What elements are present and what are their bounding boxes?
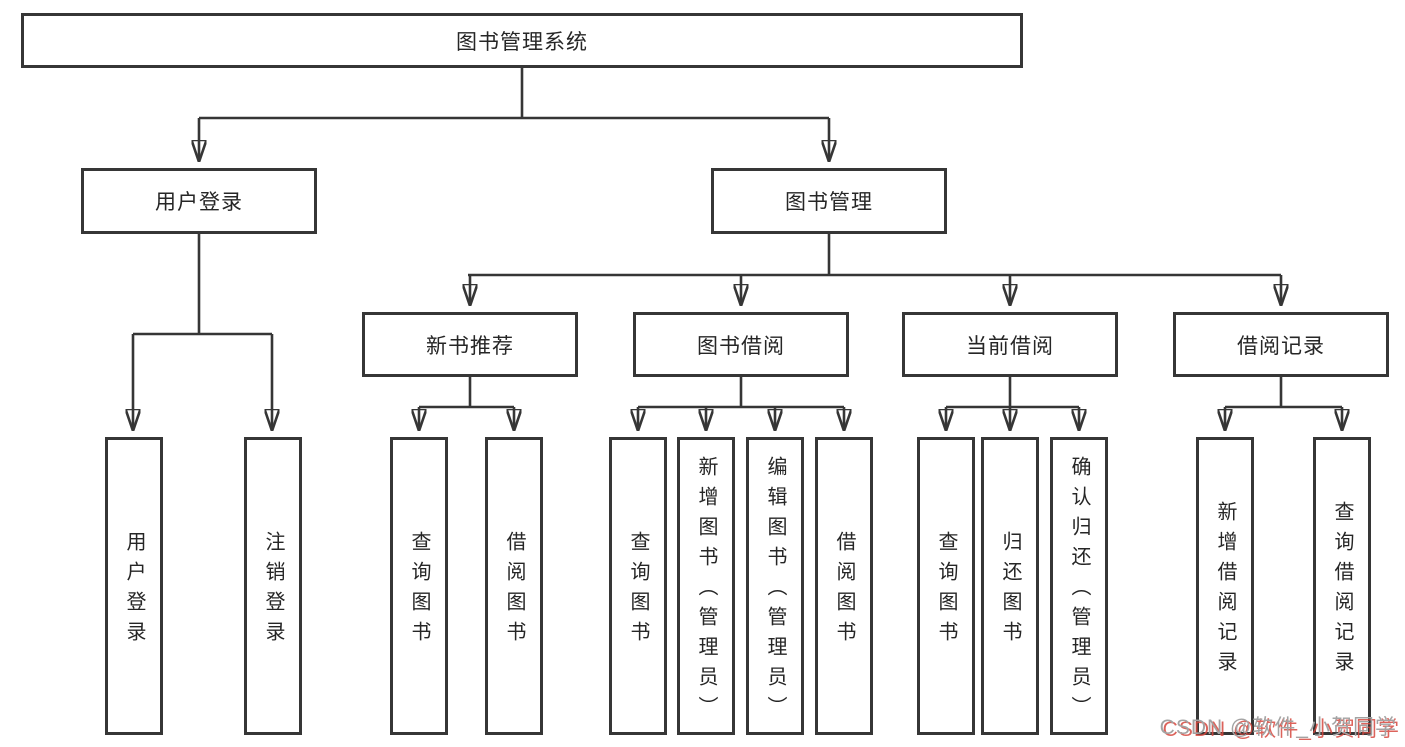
leaf-current-query-books: 查询图书 bbox=[917, 437, 975, 735]
node-root-label: 图书管理系统 bbox=[456, 30, 588, 54]
leaf-records-add-record: 新增借阅记录 bbox=[1196, 437, 1254, 735]
leaf-borrowing-edit-books-admin-label: 编辑图书（管理员） bbox=[764, 456, 786, 726]
leaf-current-query-books-label: 查询图书 bbox=[935, 531, 957, 651]
leaf-records-add-record-label: 新增借阅记录 bbox=[1214, 501, 1236, 681]
node-current-borrowing-label: 当前借阅 bbox=[966, 334, 1054, 358]
leaf-logout-label: 注销登录 bbox=[262, 531, 284, 651]
leaf-borrowing-query-books-label: 查询图书 bbox=[627, 531, 649, 651]
leaf-borrowing-edit-books-admin: 编辑图书（管理员） bbox=[746, 437, 804, 735]
leaf-logout: 注销登录 bbox=[244, 437, 302, 735]
leaf-borrowing-query-books: 查询图书 bbox=[609, 437, 667, 735]
node-user-login-label: 用户登录 bbox=[155, 191, 243, 214]
leaf-user-login-label: 用户登录 bbox=[123, 531, 145, 651]
node-borrow-records-label: 借阅记录 bbox=[1237, 334, 1325, 358]
node-book-management-label: 图书管理 bbox=[785, 191, 873, 214]
node-root-system: 图书管理系统 bbox=[21, 13, 1023, 68]
leaf-current-confirm-return-admin: 确认归还（管理员） bbox=[1050, 437, 1108, 735]
leaf-recommend-borrow-books-label: 借阅图书 bbox=[503, 531, 525, 651]
leaf-borrowing-add-books-admin: 新增图书（管理员） bbox=[677, 437, 735, 735]
leaf-current-return-books-label: 归还图书 bbox=[999, 531, 1021, 651]
csdn-watermark: CSDN @软件_小贺同学 bbox=[1159, 716, 1397, 739]
node-book-borrowing-label: 图书借阅 bbox=[697, 334, 785, 358]
leaf-records-query-record: 查询借阅记录 bbox=[1313, 437, 1371, 735]
node-user-login: 用户登录 bbox=[81, 168, 317, 234]
leaf-recommend-query-books: 查询图书 bbox=[390, 437, 448, 735]
node-new-book-recommend: 新书推荐 bbox=[362, 312, 578, 377]
leaf-borrowing-borrow-books: 借阅图书 bbox=[815, 437, 873, 735]
leaf-records-query-record-label: 查询借阅记录 bbox=[1331, 501, 1353, 681]
node-book-management: 图书管理 bbox=[711, 168, 947, 234]
node-current-borrowing: 当前借阅 bbox=[902, 312, 1118, 377]
leaf-current-return-books: 归还图书 bbox=[981, 437, 1039, 735]
leaf-current-confirm-return-admin-label: 确认归还（管理员） bbox=[1068, 456, 1090, 726]
leaf-user-login: 用户登录 bbox=[105, 437, 163, 735]
node-borrow-records: 借阅记录 bbox=[1173, 312, 1389, 377]
leaf-borrowing-add-books-admin-label: 新增图书（管理员） bbox=[695, 456, 717, 726]
leaf-recommend-borrow-books: 借阅图书 bbox=[485, 437, 543, 735]
leaf-borrowing-borrow-books-label: 借阅图书 bbox=[833, 531, 855, 651]
node-new-book-recommend-label: 新书推荐 bbox=[426, 334, 514, 358]
node-book-borrowing: 图书借阅 bbox=[633, 312, 849, 377]
leaf-recommend-query-books-label: 查询图书 bbox=[408, 531, 430, 651]
